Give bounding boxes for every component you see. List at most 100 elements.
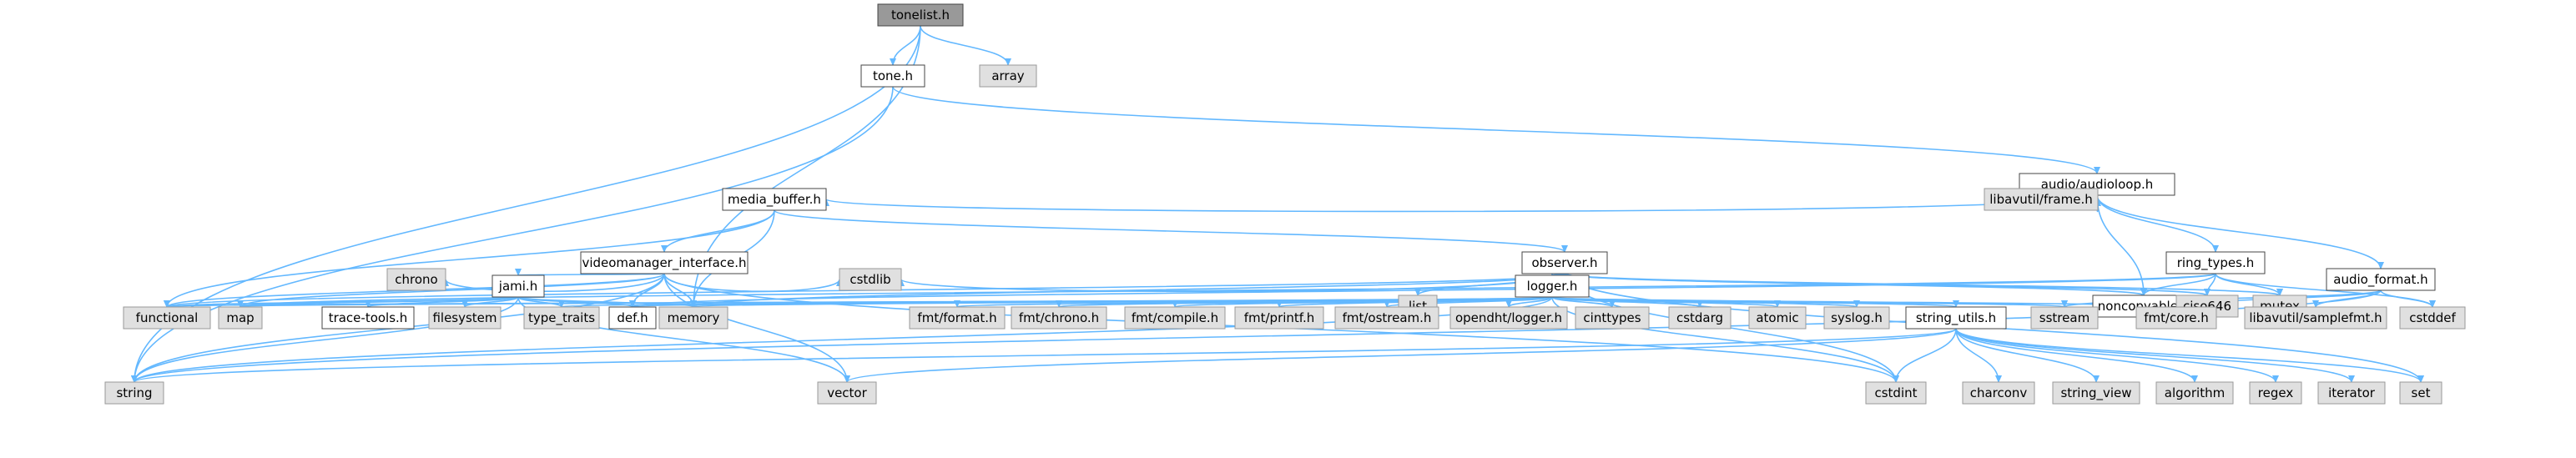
node-label: string_view: [2060, 385, 2131, 401]
node-label: string: [116, 385, 152, 400]
edge-logger-to-cinttypes: [1551, 296, 1616, 308]
node-syslog: syslog.h: [1823, 306, 1890, 330]
node-tonelist[interactable]: tonelist.h: [877, 3, 964, 27]
node-label: filesystem: [432, 310, 497, 325]
node-label: type_traits: [528, 310, 595, 326]
edge-logger-to-fmt_ostream: [1384, 296, 1553, 308]
node-label: fmt/format.h: [917, 310, 996, 325]
node-label: videomanager_interface.h: [582, 255, 746, 271]
node-ring-types[interactable]: ring_types.h: [2165, 251, 2266, 274]
node-box: [2135, 306, 2217, 330]
node-label: iterator: [2328, 385, 2376, 400]
node-iterator: iterator: [2317, 381, 2386, 405]
node-box: [218, 306, 263, 330]
node-videomanager[interactable]: videomanager_interface.h: [580, 251, 749, 274]
node-tone[interactable]: tone.h: [860, 64, 925, 88]
node-cstdint: cstdint: [1865, 381, 1927, 405]
node-label: jami.h: [498, 279, 537, 294]
node-label: cinttypes: [1583, 310, 1641, 325]
node-label: fmt/core.h: [2144, 310, 2209, 325]
node-label: logger.h: [1527, 279, 1578, 294]
edge-logger-to-cstdint: [1551, 296, 1899, 383]
node-cstdlib: cstdlib: [839, 268, 902, 291]
node-box: [523, 306, 600, 330]
node-label: syslog.h: [1831, 310, 1883, 325]
edge-audioloop-to-ring_types: [2096, 194, 2219, 253]
edge-videomanager-to-chrono: [442, 273, 665, 293]
node-label: fmt/ostream.h: [1343, 310, 1432, 325]
edge-tone-to-string: [131, 86, 894, 383]
node-box: [1334, 306, 1439, 330]
node-label: charconv: [1970, 385, 2028, 400]
node-label: ring_types.h: [2177, 255, 2254, 271]
node-label: memory: [668, 310, 720, 325]
node-fmt-printf: fmt/printf.h: [1234, 306, 1324, 330]
node-box: [1449, 306, 1568, 330]
node-label: trace-tools.h: [329, 310, 408, 325]
node-box: [860, 64, 925, 88]
node-label: chrono: [395, 272, 437, 287]
node-functional: functional: [123, 306, 211, 330]
node-label: atomic: [1756, 310, 1798, 325]
node-set: set: [2399, 381, 2442, 405]
node-box: [1905, 306, 2007, 330]
node-box: [2244, 306, 2387, 330]
node-algorithm: algorithm: [2155, 381, 2234, 405]
node-box: [2165, 251, 2266, 274]
node-observer[interactable]: observer.h: [1521, 251, 1608, 274]
node-box: [1962, 381, 2035, 405]
node-label: array: [991, 68, 1024, 83]
node-box: [979, 64, 1037, 88]
node-label: tone.h: [873, 68, 913, 83]
node-label: algorithm: [2165, 385, 2225, 400]
node-logger[interactable]: logger.h: [1515, 274, 1590, 298]
node-box: [321, 306, 415, 330]
node-box: [658, 306, 728, 330]
node-string: string: [104, 381, 164, 405]
node-box: [1668, 306, 1732, 330]
node-box: [877, 3, 964, 27]
node-box: [2326, 268, 2436, 291]
edge-tone-to-audioloop: [892, 86, 2100, 174]
node-label: cstdlib: [849, 272, 890, 287]
node-type-traits: type_traits: [523, 306, 600, 330]
node-box: [1575, 306, 1650, 330]
node-string-utils[interactable]: string_utils.h: [1905, 306, 2007, 330]
node-map: map: [218, 306, 263, 330]
node-box: [386, 268, 446, 291]
edge-ring_types-to-ciso646: [2204, 273, 2216, 296]
node-array: array: [979, 64, 1037, 88]
node-box: [1823, 306, 1890, 330]
node-def[interactable]: def.h: [608, 306, 657, 330]
node-vector: vector: [817, 381, 877, 405]
node-jami[interactable]: jami.h: [492, 274, 545, 298]
node-label: cstdint: [1874, 385, 1917, 400]
node-string-view: string_view: [2052, 381, 2140, 405]
node-label: string_utils.h: [1916, 310, 1996, 326]
node-box: [123, 306, 211, 330]
edge-media_buffer-to-functional: [164, 209, 775, 308]
node-label: def.h: [617, 310, 648, 325]
edge-media_buffer-to-videomanager: [661, 209, 775, 253]
node-label: opendht/logger.h: [1455, 310, 1562, 325]
node-box: [2317, 381, 2386, 405]
node-label: vector: [827, 385, 867, 400]
node-chrono: chrono: [386, 268, 446, 291]
node-frame: libavutil/frame.h: [1984, 188, 2099, 211]
edge-tonelist-to-array: [920, 25, 1011, 66]
node-audio-format[interactable]: audio_format.h: [2326, 268, 2436, 291]
edge-string_utils-to-algorithm: [1955, 328, 2198, 383]
node-charconv: charconv: [1962, 381, 2035, 405]
edge-tonelist-to-tone: [890, 25, 921, 66]
node-label: functional: [136, 310, 199, 325]
node-label: libavutil/frame.h: [1989, 192, 2092, 207]
node-media-buffer[interactable]: media_buffer.h: [722, 188, 827, 211]
node-trace-tools[interactable]: trace-tools.h: [321, 306, 415, 330]
node-fmt-compile: fmt/compile.h: [1124, 306, 1226, 330]
node-label: cstddef: [2409, 310, 2456, 325]
node-label: regex: [2258, 385, 2294, 400]
node-label: fmt/compile.h: [1132, 310, 1218, 325]
node-label: map: [226, 310, 254, 325]
